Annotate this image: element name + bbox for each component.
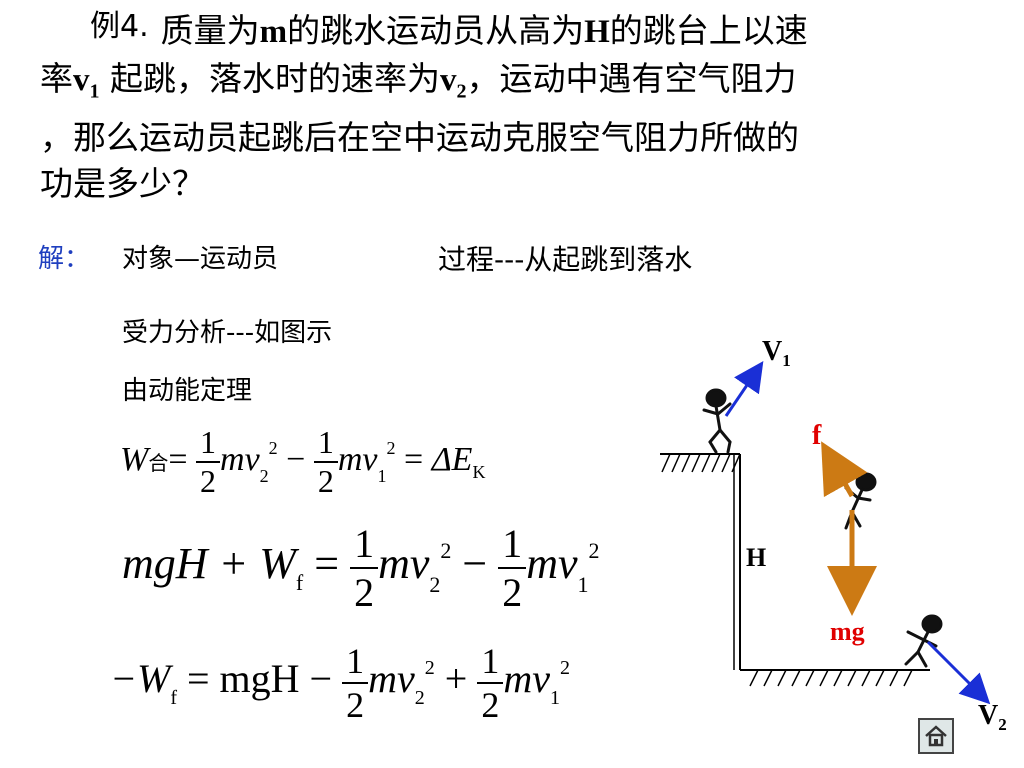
water-surface (740, 669, 930, 687)
mg-label: mg (830, 617, 865, 646)
solution-label: 解： (38, 244, 91, 274)
theorem-text: 由动能定理 (122, 376, 253, 406)
problem-line-4: 功是多少？ (40, 163, 205, 203)
air-resistance-arrow (821, 441, 868, 498)
process-text: 过程---从起跳到落水 (438, 243, 693, 276)
velocity-v1-arrow (724, 361, 764, 417)
height-label: H (746, 543, 766, 572)
v1-label: V1 (762, 336, 791, 370)
problem-line-2: 率v1 起跳，落水时的速率为v2，运动中遇有空气阻力 (40, 59, 797, 103)
problem-statement: 例4.质量为m的跳水运动员从高为H的跳台上以速 率v1 起跳，落水时的速率为v2… (40, 8, 980, 207)
home-button[interactable] (918, 718, 954, 754)
object-text: 对象—运动员 (122, 244, 279, 274)
v2-label: V2 (978, 700, 1007, 734)
velocity-v2-arrow (926, 640, 991, 705)
problem-line-1: 例4.质量为m的跳水运动员从高为H的跳台上以速 (90, 9, 808, 50)
diver-start-icon (702, 388, 732, 454)
problem-line-3: ，那么运动员起跳后在空中运动克服空气阻力所做的 (40, 117, 799, 157)
force-diagram: V1 f mg H V2 (660, 336, 1007, 734)
example-label: 例4. (90, 9, 149, 44)
f-label: f (812, 420, 822, 451)
diving-platform (660, 453, 741, 670)
home-icon (925, 725, 947, 747)
force-analysis-text: 受力分析---如图示 (122, 318, 333, 348)
diver-end-icon (904, 614, 943, 668)
